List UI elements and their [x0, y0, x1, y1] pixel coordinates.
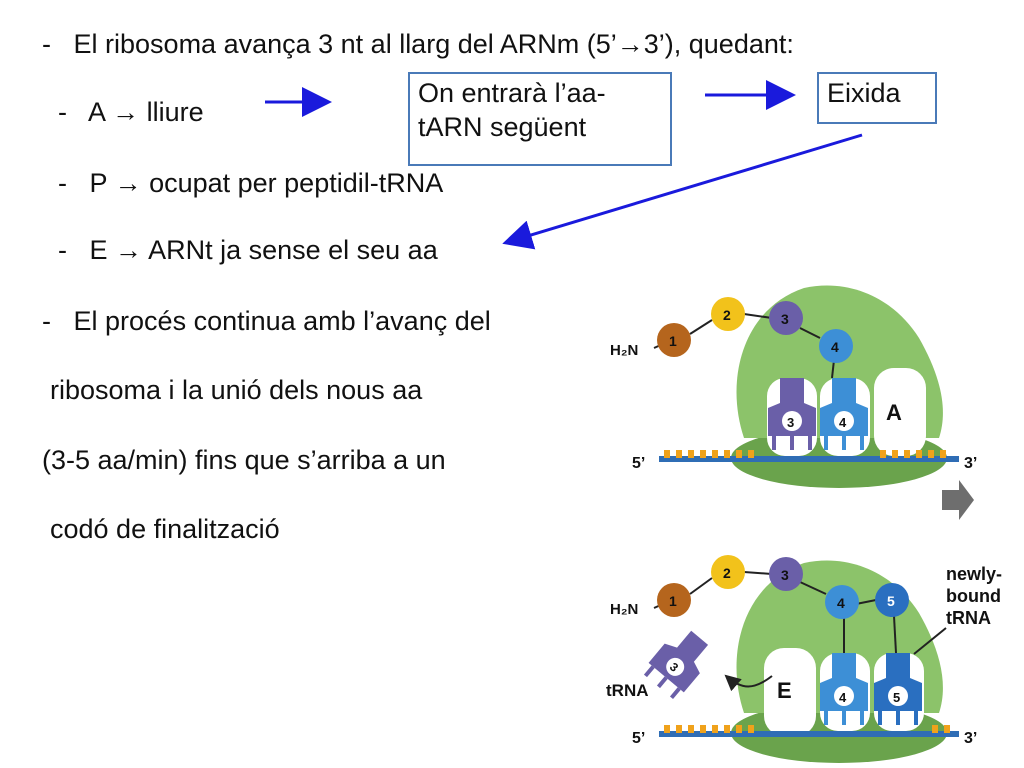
amino-acid — [819, 329, 853, 363]
trna-a-site-top: 4 — [820, 378, 868, 450]
right-arrow-icon: → — [114, 168, 142, 198]
bullet-text: ARNt ja sense el seu aa — [148, 235, 438, 265]
bullet-text: ribosoma i la unió dels nous aa — [50, 375, 423, 405]
svg-text:3: 3 — [781, 311, 789, 327]
site-e-label: E — [777, 678, 792, 703]
n-terminus-label: H₂N — [610, 342, 638, 359]
bullet-continuation: (3-5 aa/min) fins que s’arriba a un — [42, 444, 446, 476]
three-prime-label: 3’ — [964, 730, 977, 747]
bullet-text: (3-5 aa/min) fins que s’arriba a un — [42, 445, 446, 475]
svg-text:4: 4 — [839, 415, 847, 430]
right-arrow-icon: → — [115, 235, 143, 265]
svg-text:3: 3 — [787, 415, 794, 430]
amino-acid — [769, 557, 803, 591]
three-prime-label: 3’ — [964, 455, 977, 472]
right-arrow-icon: → — [112, 97, 140, 127]
released-trna: 3 — [643, 630, 709, 700]
mrna-strand-top: 5’ 3’ — [632, 450, 977, 472]
site-label: A — [88, 97, 105, 127]
site-e-slot — [764, 648, 816, 736]
right-arrow-icon: → — [616, 29, 644, 59]
callout-text: On entrarà l’aa-tARN següent — [418, 78, 606, 142]
newly-bound-label: newly- bound tRNA — [913, 564, 1002, 655]
release-arrow — [724, 674, 773, 692]
bullet-dash: - — [58, 168, 67, 198]
svg-text:newly-: newly- — [946, 564, 1002, 584]
svg-text:1: 1 — [669, 593, 677, 609]
mrna-strand-bottom: 5’ 3’ — [632, 725, 977, 747]
site-label: P — [89, 168, 108, 198]
pointer-arrow — [502, 133, 863, 250]
callout-next-aa-trna: On entrarà l’aa-tARN següent — [408, 72, 672, 166]
trna-p-site-top: 3 — [768, 378, 816, 450]
site-label: E — [89, 235, 108, 265]
peptide-chain-bottom: H₂N 1 2 3 4 5 — [610, 555, 909, 654]
amino-acid — [657, 583, 691, 617]
trna-p-site-bottom: 4 — [820, 653, 868, 725]
amino-acid — [825, 585, 859, 619]
svg-text:4: 4 — [839, 690, 847, 705]
trna-a-site-bottom: 5 — [874, 653, 922, 725]
amino-acid — [711, 555, 745, 589]
bullet-site-a: - A → lliure — [58, 96, 204, 128]
bullet-text: codó de finalització — [50, 514, 280, 544]
svg-text:bound: bound — [946, 586, 1001, 606]
bullet-advance: - El ribosoma avança 3 nt al llarg del A… — [42, 28, 794, 60]
svg-text:3: 3 — [781, 567, 789, 583]
bullet-text: 3’), quedant: — [643, 29, 794, 59]
bullet-text: El procés continua amb l’avanç del — [73, 306, 491, 336]
bullet-process: - El procés continua amb l’avanç del — [42, 305, 491, 337]
amino-acid — [657, 323, 691, 357]
svg-text:tRNA: tRNA — [946, 608, 991, 628]
translation-figure: A H₂N 1 2 3 4 3 4 — [606, 285, 1002, 763]
svg-text:5: 5 — [887, 593, 895, 609]
bullet-continuation: codó de finalització — [50, 513, 280, 545]
site-a-label: A — [886, 400, 902, 425]
site-a-slot — [874, 368, 926, 456]
callout-text: Eixida — [827, 78, 901, 108]
bullet-site-p: - P → ocupat per peptidil-tRNA — [58, 167, 443, 199]
five-prime-label: 5’ — [632, 455, 645, 472]
bullet-dash: - — [42, 306, 51, 336]
trna-label: tRNA — [606, 681, 649, 700]
amino-acid — [875, 583, 909, 617]
amino-acid — [711, 297, 745, 331]
svg-text:4: 4 — [837, 595, 845, 611]
bullet-dash: - — [58, 235, 67, 265]
bullet-dash: - — [58, 97, 67, 127]
five-prime-label: 5’ — [632, 730, 645, 747]
peptide-chain-top: H₂N 1 2 3 4 — [610, 297, 853, 379]
svg-text:2: 2 — [723, 307, 731, 323]
bullet-site-e: - E → ARNt ja sense el seu aa — [58, 234, 438, 266]
pointer-arrows — [265, 80, 863, 250]
bullet-dash: - — [42, 29, 51, 59]
svg-text:1: 1 — [669, 333, 677, 349]
svg-text:5: 5 — [893, 690, 900, 705]
bullet-text: lliure — [146, 97, 204, 127]
svg-text:2: 2 — [723, 565, 731, 581]
bullet-continuation: ribosoma i la unió dels nous aa — [50, 374, 422, 406]
n-terminus-label: H₂N — [610, 601, 638, 618]
callout-exit: Eixida — [817, 72, 937, 124]
bullet-text: El ribosoma avança 3 nt al llarg del ARN… — [73, 29, 617, 59]
bullet-text: ocupat per peptidil-tRNA — [149, 168, 444, 198]
direction-arrow-icon — [942, 480, 974, 520]
svg-text:4: 4 — [831, 339, 839, 355]
amino-acid — [769, 301, 803, 335]
